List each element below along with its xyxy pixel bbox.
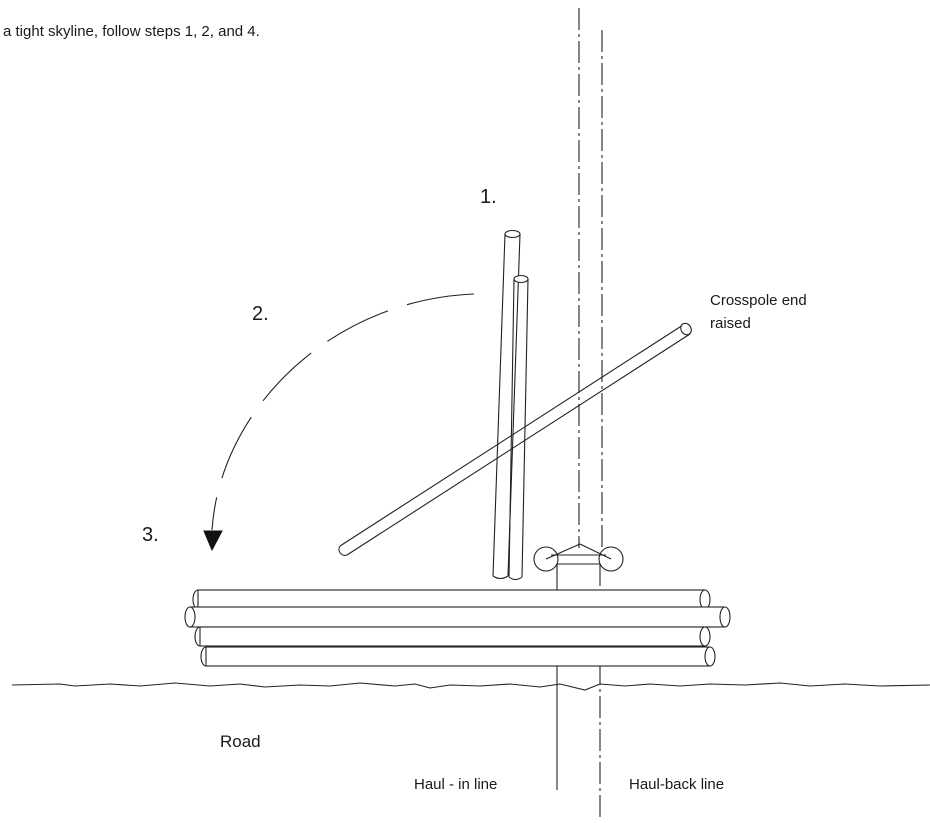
rotation-arrow: [211, 293, 475, 531]
crosspole-label-line2: raised: [710, 315, 751, 332]
upright-pole-2: [508, 274, 529, 581]
log-deck: [184, 589, 731, 667]
step-1-label: 1.: [480, 186, 497, 208]
skyline-carriage: [533, 543, 624, 572]
upright-pole-1: [492, 229, 521, 580]
ground-line: [11, 682, 930, 691]
haul-in-label: Haul - in line: [414, 776, 497, 793]
arrow-head: [203, 530, 223, 552]
haul-back-label: Haul-back line: [629, 776, 724, 793]
road-label: Road: [220, 732, 261, 751]
caption: a tight skyline, follow steps 1, 2, and …: [3, 23, 260, 40]
crosspole-label-line1: Crosspole end: [710, 292, 807, 309]
step-2-label: 2.: [252, 303, 269, 325]
step-3-label: 3.: [142, 524, 159, 546]
